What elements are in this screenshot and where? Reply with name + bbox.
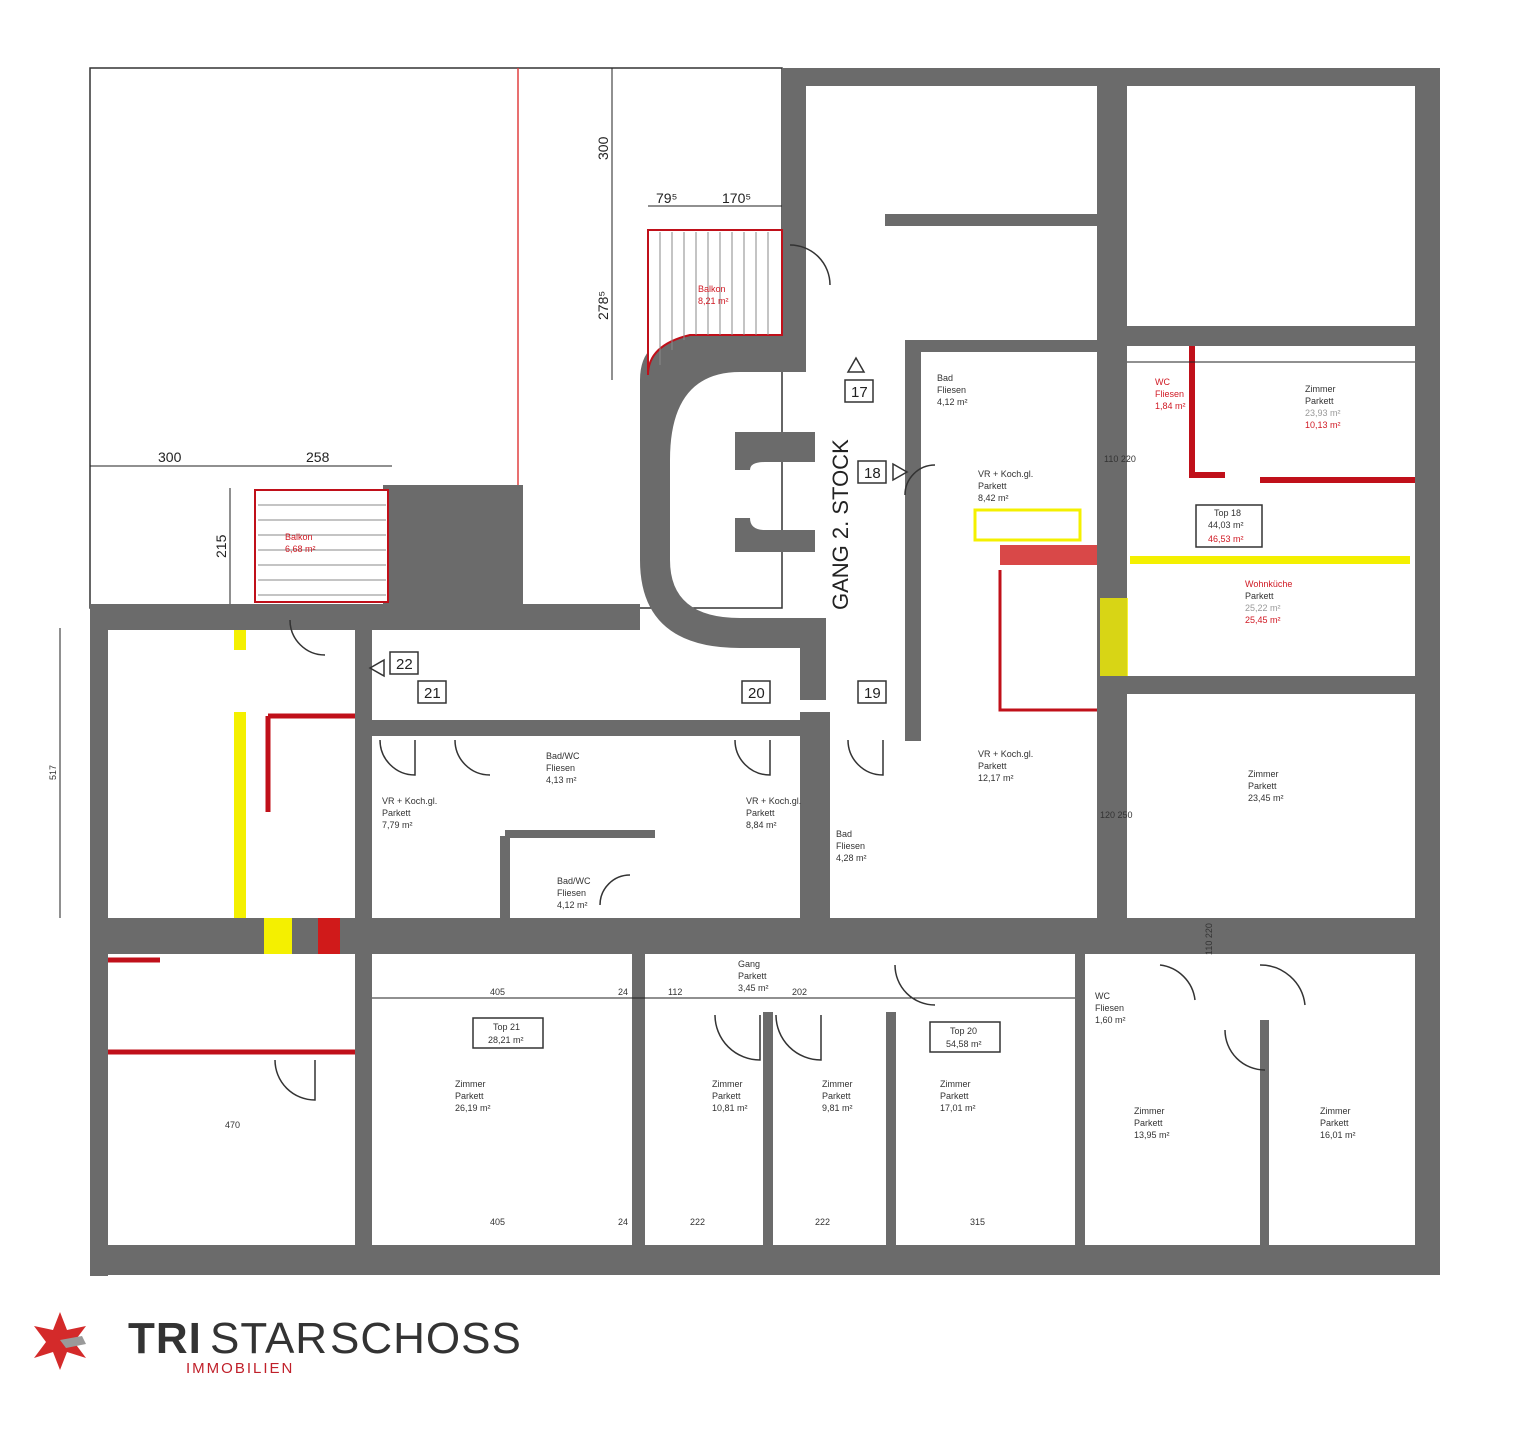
dim-label: 258: [306, 449, 330, 465]
dim-label: 215: [213, 534, 229, 558]
svg-text:405: 405: [490, 1217, 505, 1227]
room-number-21: 21: [424, 685, 441, 702]
svg-text:315: 315: [970, 1217, 985, 1227]
red-walls: [108, 346, 1415, 1055]
dim-label: 170⁵: [722, 190, 751, 206]
yellow-highlights: [234, 508, 1410, 954]
walls: [90, 68, 1440, 1276]
room-number-17: 17: [851, 384, 868, 401]
svg-text:112: 112: [668, 987, 682, 997]
dim-label: 278⁵: [595, 291, 611, 320]
balcony-upper: [647, 229, 783, 376]
room-number-19: 19: [864, 685, 881, 702]
door-swings: [274, 244, 1306, 1101]
balcony-left: [254, 489, 389, 603]
svg-text:470: 470: [225, 1120, 240, 1130]
unit-area-old: 44,03 m²: [1208, 520, 1244, 530]
svg-text:222: 222: [815, 1217, 830, 1227]
room-number-22: 22: [396, 656, 413, 673]
dim-label: 517: [48, 765, 58, 780]
unit-box-top21: [472, 1017, 544, 1049]
unit-name: Top 21: [493, 1022, 520, 1032]
corridor-title: GANG 2. STOCK: [828, 439, 853, 610]
door-dim: 110 220: [1104, 454, 1136, 464]
svg-text:222: 222: [690, 1217, 705, 1227]
svg-text:405: 405: [490, 987, 505, 997]
row-dims: 405 24 112 202 405 24 222 222 315 470: [225, 987, 985, 1227]
room-number-18: 18: [864, 465, 881, 482]
unit-area-new: 46,53 m²: [1208, 534, 1244, 544]
logo-text-schoss: SCHOSS: [330, 1314, 522, 1363]
room-number-20: 20: [748, 685, 765, 702]
dim-label: 79⁵: [656, 190, 677, 206]
logo-text-star: STAR: [210, 1314, 329, 1363]
svg-text:24: 24: [618, 987, 628, 997]
dimension-lines: [59, 68, 1415, 999]
logo-subtitle: IMMOBILIEN: [186, 1360, 295, 1377]
logo-text-tri: TRI: [128, 1314, 202, 1363]
balcony-area: 8,21 m²: [698, 296, 729, 306]
balcony-label: Balkon: [285, 532, 313, 542]
unit-name: Top 20: [950, 1026, 977, 1036]
unit-box-top20: [929, 1021, 1001, 1053]
door-dim: 110 220: [1204, 923, 1214, 955]
svg-text:24: 24: [618, 1217, 628, 1227]
company-logo: TRI STAR SCHOSS IMMOBILIEN: [30, 1310, 521, 1380]
unit-name: Top 18: [1214, 508, 1241, 518]
unit-area: 28,21 m²: [488, 1035, 524, 1045]
svg-text:202: 202: [792, 987, 807, 997]
balcony-area: 6,68 m²: [285, 544, 316, 554]
room-number-boxes: [368, 356, 909, 704]
balcony-label: Balkon: [698, 284, 726, 294]
unit-area: 54,58 m²: [946, 1039, 982, 1049]
unit-box-top18: [1195, 504, 1263, 548]
star-logo-icon: [34, 1312, 86, 1370]
dim-label: 300: [595, 136, 611, 160]
door-dim: 120 250: [1100, 810, 1133, 820]
dim-label: 300: [158, 449, 182, 465]
